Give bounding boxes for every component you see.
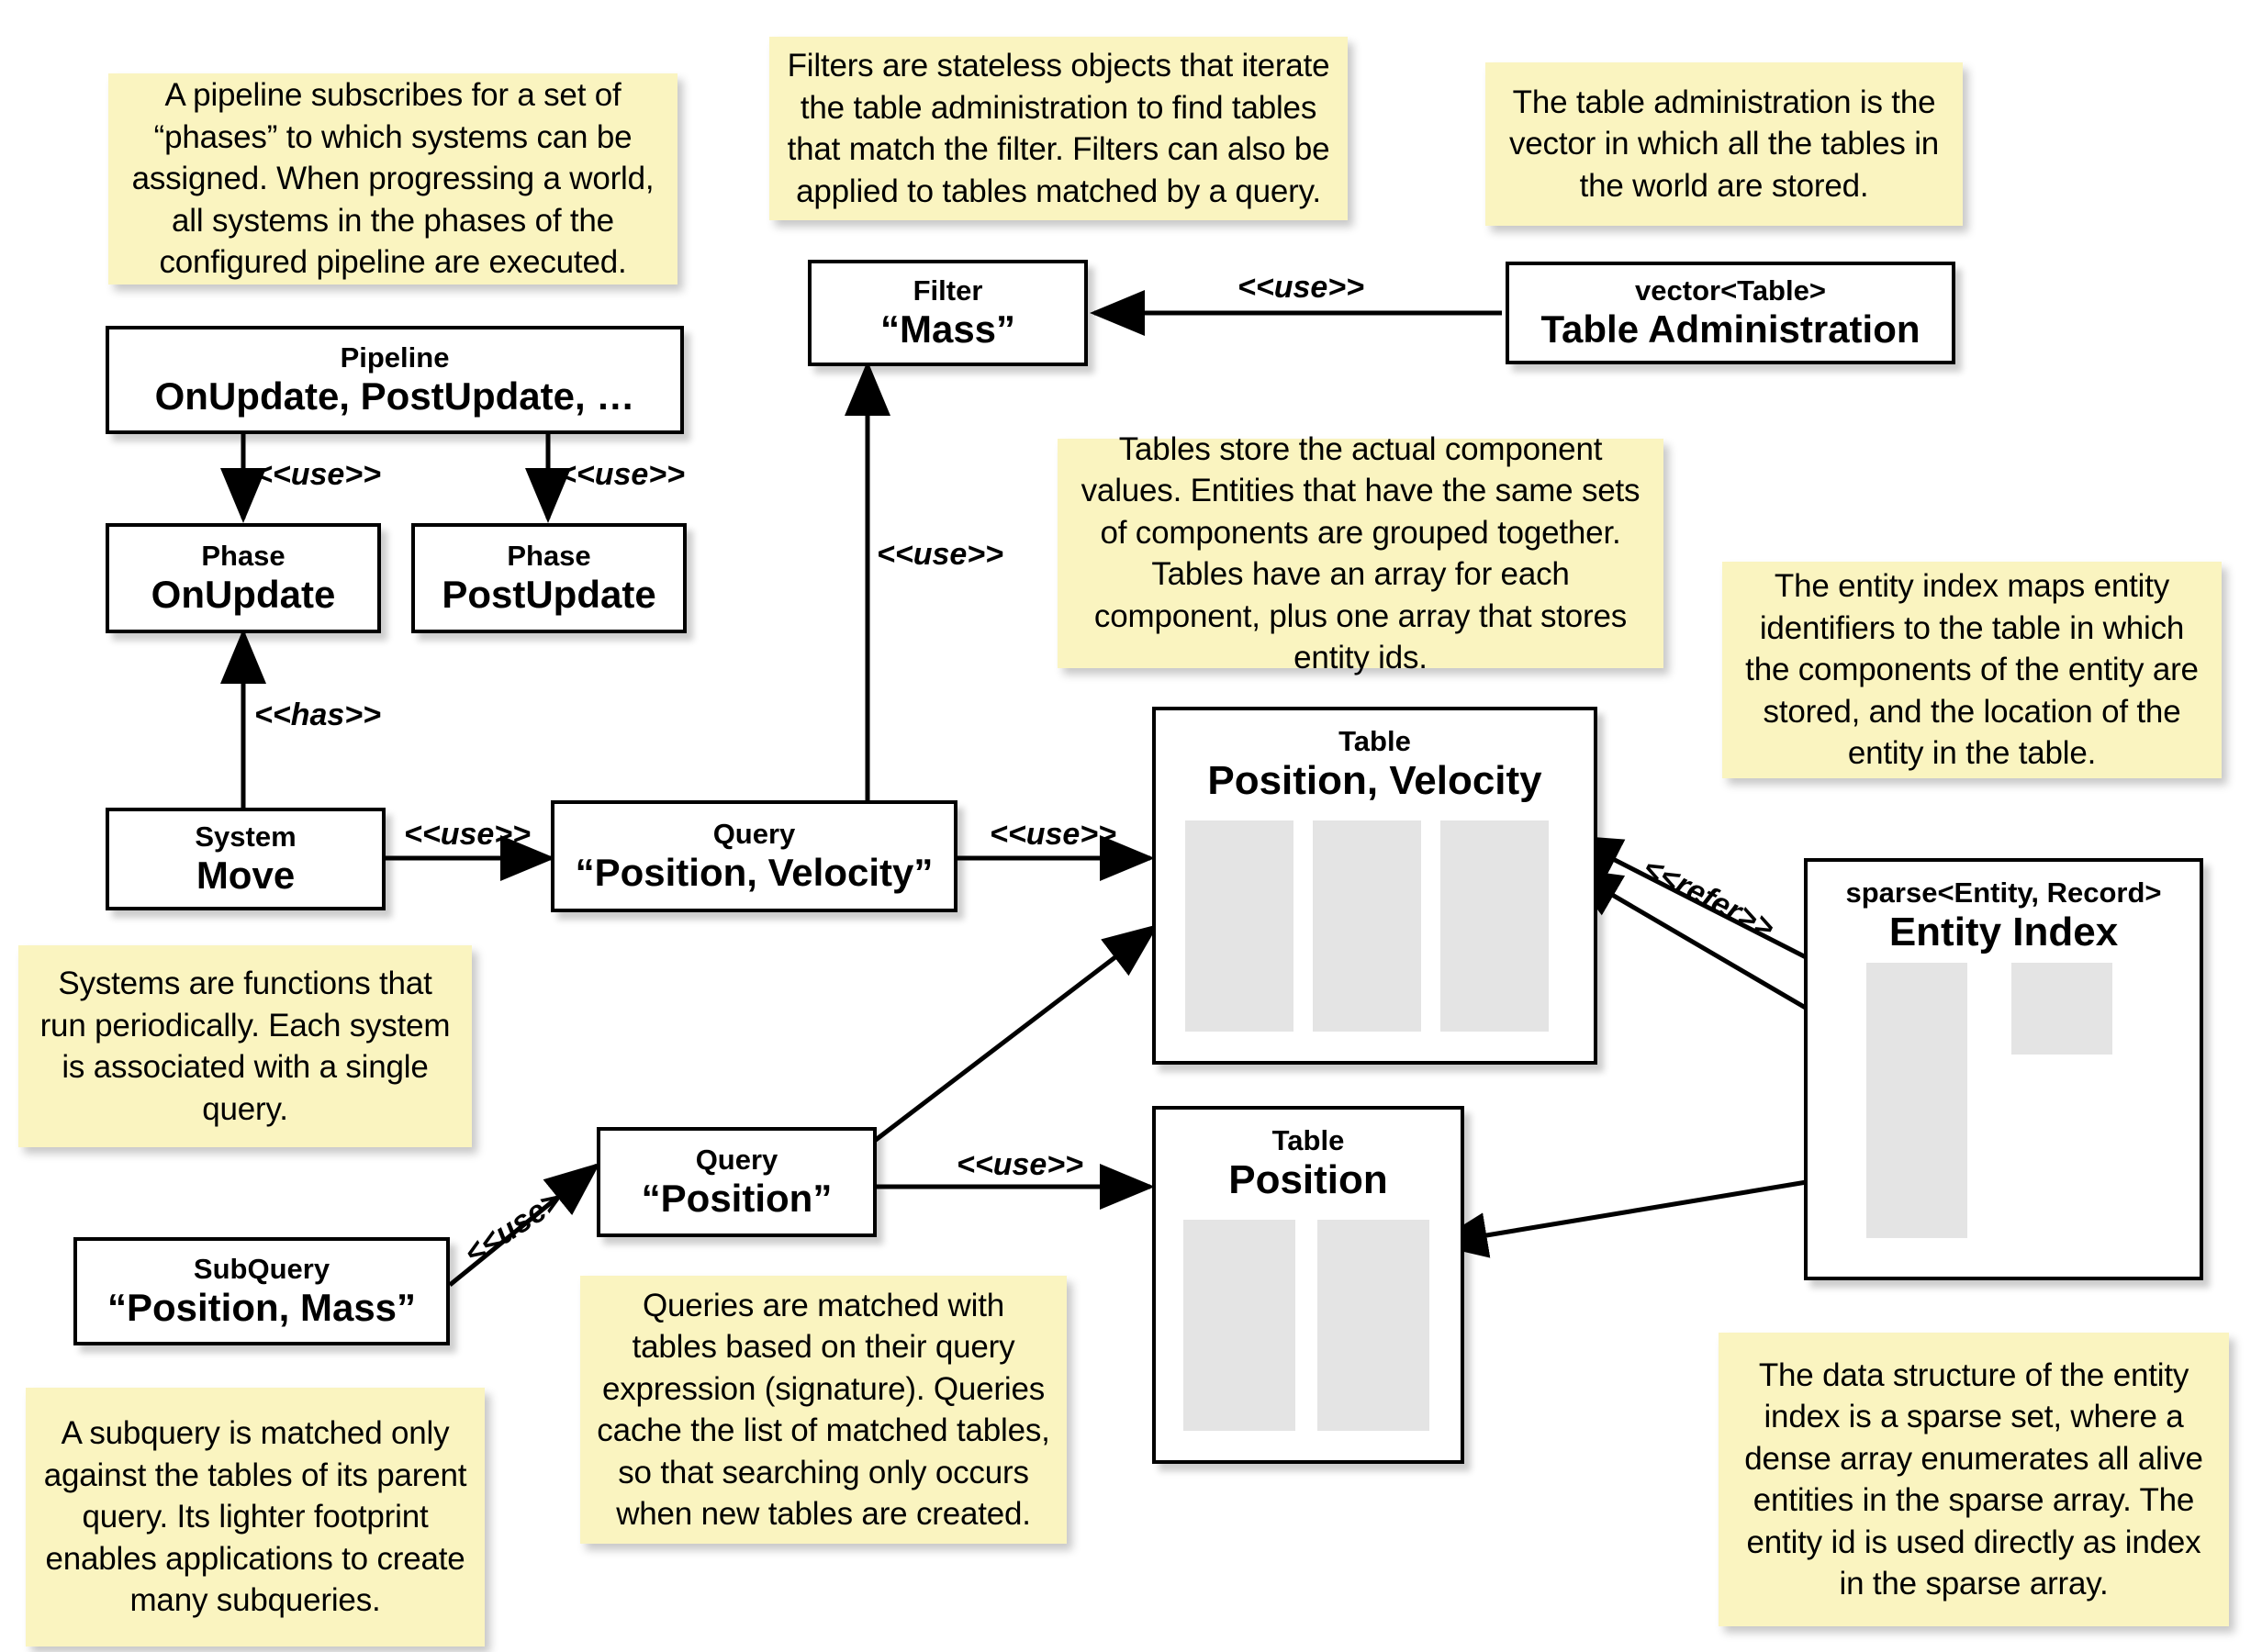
note-filters: Filters are stateless objects that itera… [769, 37, 1348, 220]
edge-label-system-to-query: <<use>> [404, 817, 532, 852]
box-phase-onupdate[interactable]: Phase OnUpdate [106, 523, 381, 633]
note-pipeline: A pipeline subscribes for a set of “phas… [108, 73, 677, 285]
box-table-position-velocity-stereotype: Table [1338, 725, 1411, 757]
box-phase-postupdate-stereotype: Phase [507, 540, 591, 573]
note-filters-text: Filters are stateless objects that itera… [787, 48, 1330, 209]
edge-label-querypos-to-tablepos: <<use>> [957, 1147, 1084, 1182]
edge-label-query-to-filter: <<use>> [877, 537, 1004, 572]
note-table-administration: The table administration is the vector i… [1485, 62, 1963, 226]
note-subquery: A subquery is matched only against the t… [26, 1388, 485, 1646]
note-subquery-text: A subquery is matched only against the t… [43, 1415, 467, 1619]
entity-id-array [1440, 820, 1549, 1032]
note-systems-text: Systems are functions that run periodica… [39, 966, 451, 1127]
component-array [1313, 820, 1421, 1032]
note-tables-text: Tables store the actual component values… [1081, 430, 1641, 676]
box-filter-mass[interactable]: Filter “Mass” [808, 260, 1088, 366]
box-pipeline-name: OnUpdate, PostUpdate, … [154, 374, 635, 418]
edge-label-index-to-table: <<refer>> [1637, 850, 1781, 946]
box-table-administration-stereotype: vector<Table> [1635, 274, 1826, 307]
box-table-position-velocity[interactable]: Table Position, Velocity [1152, 707, 1597, 1065]
entity-id-array [1317, 1220, 1429, 1431]
box-subquery-position-mass-stereotype: SubQuery [193, 1253, 330, 1286]
box-table-position-name: Position [1228, 1156, 1388, 1202]
box-table-position-velocity-name: Position, Velocity [1207, 757, 1542, 803]
edge-label-subquery-to-query: <<use>> [457, 1173, 584, 1272]
box-phase-postupdate-name: PostUpdate [442, 572, 656, 616]
component-array [1185, 820, 1293, 1032]
box-entity-index-name: Entity Index [1888, 909, 2119, 954]
note-pipeline-text: A pipeline subscribes for a set of “phas… [131, 77, 655, 281]
note-queries-text: Queries are matched with tables based on… [597, 1287, 1050, 1533]
note-entity-index-text: The entity index maps entity identifiers… [1745, 568, 2199, 772]
box-table-position-header: Table Position [1156, 1110, 1461, 1203]
box-query-position-velocity-name: “Position, Velocity” [575, 850, 934, 894]
edge-label-query-to-table: <<use>> [990, 817, 1117, 852]
box-subquery-position-mass-name: “Position, Mass” [106, 1285, 417, 1329]
edge-label-admin-to-filter: <<use>> [1237, 270, 1365, 305]
note-table-administration-text: The table administration is the vector i… [1508, 84, 1940, 204]
box-pipeline-stereotype: Pipeline [340, 341, 450, 374]
sparse-array [1866, 963, 1967, 1238]
box-query-position-stereotype: Query [695, 1144, 778, 1177]
box-system-move-name: Move [196, 853, 296, 897]
box-phase-postupdate[interactable]: Phase PostUpdate [411, 523, 687, 633]
edge-label-pipeline-to-onupdate: <<use>> [254, 457, 382, 492]
edge-querypos-to-tableposvel [870, 923, 1159, 1144]
note-sparse-set-text: The data structure of the entity index i… [1744, 1356, 2203, 1602]
box-query-position-name: “Position” [641, 1176, 833, 1220]
note-entity-index: The entity index maps entity identifiers… [1722, 562, 2222, 778]
box-table-position[interactable]: Table Position [1152, 1106, 1464, 1464]
edge-label-pipeline-to-postupdate: <<use>> [558, 457, 686, 492]
box-query-position-velocity[interactable]: Query “Position, Velocity” [551, 800, 957, 912]
box-table-administration-name: Table Administration [1540, 307, 1920, 351]
box-entity-index[interactable]: sparse<Entity, Record> Entity Index [1804, 858, 2203, 1280]
table-position-arrays [1183, 1220, 1440, 1431]
note-systems: Systems are functions that run periodica… [18, 945, 472, 1147]
box-filter-mass-stereotype: Filter [913, 274, 983, 307]
box-entity-index-header: sparse<Entity, Record> Entity Index [1808, 862, 2200, 955]
dense-array [2011, 963, 2112, 1055]
box-system-move-stereotype: System [195, 820, 297, 854]
box-phase-onupdate-name: OnUpdate [151, 572, 336, 616]
box-query-position[interactable]: Query “Position” [597, 1127, 877, 1237]
box-subquery-position-mass[interactable]: SubQuery “Position, Mass” [73, 1237, 450, 1345]
box-filter-mass-name: “Mass” [879, 307, 1016, 351]
note-sparse-set: The data structure of the entity index i… [1719, 1333, 2229, 1626]
box-query-position-velocity-stereotype: Query [712, 818, 796, 851]
edge-index-to-tablepos [1432, 1170, 1863, 1258]
box-pipeline[interactable]: Pipeline OnUpdate, PostUpdate, … [106, 326, 684, 434]
table-position-velocity-arrays [1185, 820, 1571, 1032]
component-array [1183, 1220, 1295, 1431]
box-table-position-stereotype: Table [1271, 1124, 1345, 1156]
box-system-move[interactable]: System Move [106, 808, 386, 910]
box-table-position-velocity-header: Table Position, Velocity [1156, 710, 1594, 804]
box-table-administration[interactable]: vector<Table> Table Administration [1506, 262, 1955, 364]
edge-label-system-to-phase: <<has>> [254, 698, 382, 732]
box-phase-onupdate-stereotype: Phase [201, 540, 286, 573]
box-entity-index-stereotype: sparse<Entity, Record> [1845, 876, 2162, 909]
note-tables: Tables store the actual component values… [1058, 431, 1663, 675]
note-queries: Queries are matched with tables based on… [580, 1276, 1067, 1544]
